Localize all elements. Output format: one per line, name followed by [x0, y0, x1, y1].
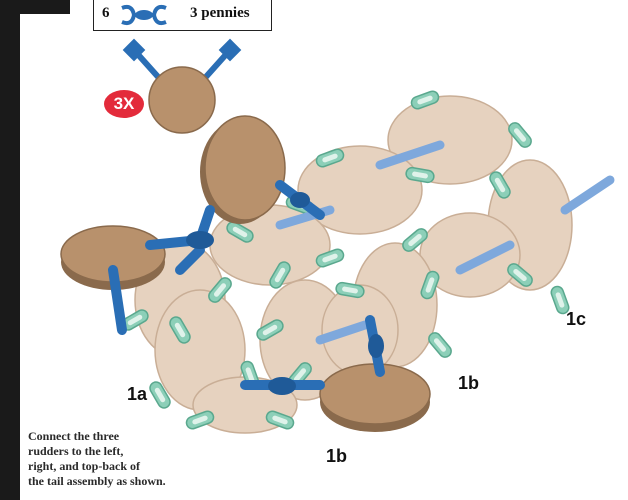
- instruction-line: Connect the three: [28, 429, 228, 444]
- instruction-line: rudders to the left,: [28, 444, 228, 459]
- label-1b-right: 1b: [458, 373, 479, 394]
- label-1c: 1c: [566, 309, 586, 330]
- label-1b-bottom: 1b: [326, 446, 347, 467]
- rudder-example: [123, 39, 242, 133]
- multiplier-badge: 3X: [104, 90, 144, 118]
- instruction-line: the tail assembly as shown.: [28, 474, 228, 489]
- instruction-line: right, and top-back of: [28, 459, 228, 474]
- instruction-text: Connect the three rudders to the left, r…: [28, 429, 228, 489]
- label-1a: 1a: [127, 384, 147, 405]
